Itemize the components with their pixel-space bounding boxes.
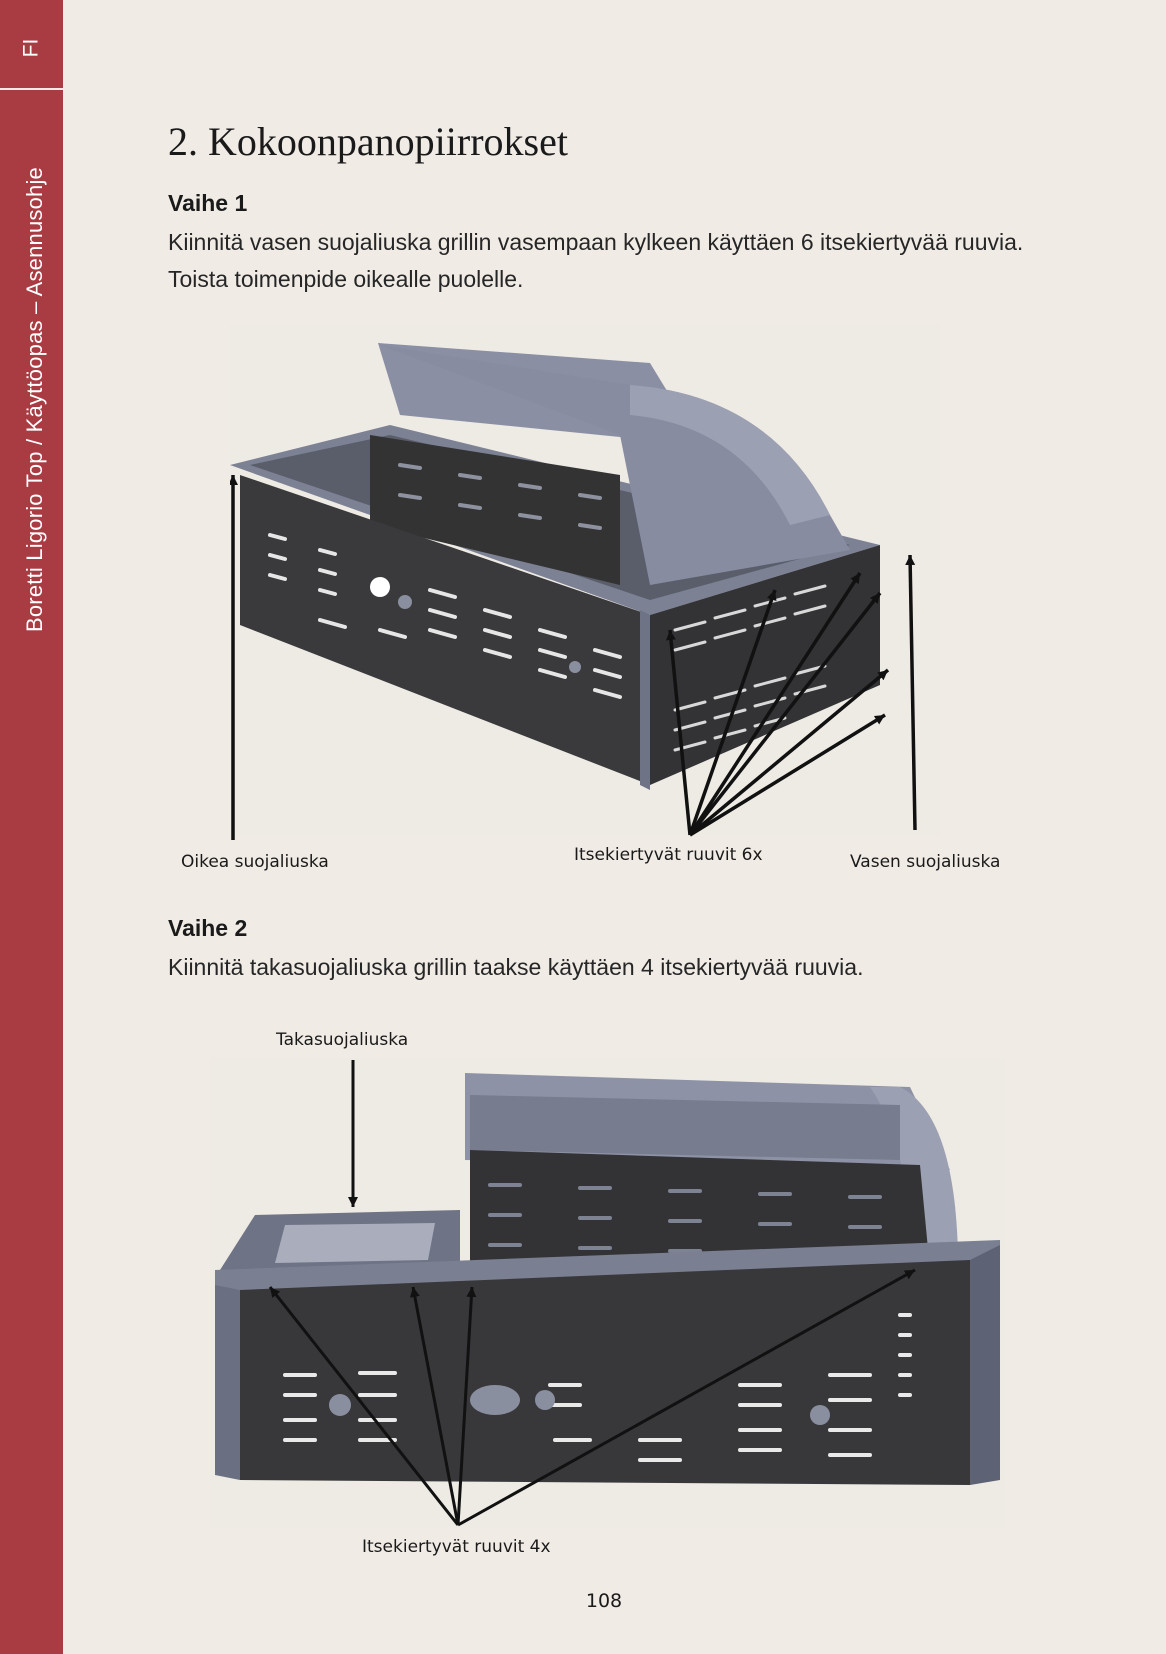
page-number: 108 [585,1590,623,1612]
step2-grill-illustration [210,1058,1005,1528]
step2-title: Vaihe 2 [168,915,248,941]
step1-text-line1: Kiinnitä vasen suojaliuska grillin vasem… [168,229,1024,255]
step1-grill-illustration [230,325,940,840]
page-title: 2. Kokoonpanopiirrokset [168,119,568,164]
document-title: Boretti Ligorio Top / Käyttöopas – Asenn… [22,167,47,632]
label-back-shield: Takasuojaliuska [276,1030,409,1050]
language-code: FI [19,38,43,58]
step1-text-line2: Toista toimenpide oikealle puolelle. [168,266,524,292]
label-screws-6x: Itsekiertyvät ruuvit 6x [574,845,763,865]
sidebar-divider [0,88,63,90]
step2-text: Kiinnitä takasuojaliuska grillin taakse … [168,954,864,980]
step1-title: Vaihe 1 [168,190,248,216]
label-right-shield: Oikea suojaliuska [181,852,329,872]
label-screws-4x: Itsekiertyvät ruuvit 4x [362,1537,551,1557]
sidebar: FI Boretti Ligorio Top / Käyttöopas – As… [0,0,63,1654]
label-left-shield: Vasen suojaliuska [850,852,1001,872]
